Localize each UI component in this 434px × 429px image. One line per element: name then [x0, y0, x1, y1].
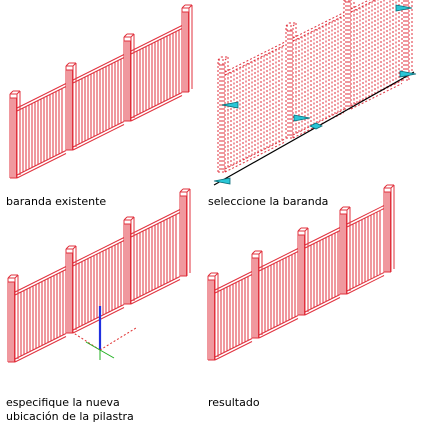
caption-result: resultado [208, 396, 260, 410]
caption-new-post-location: especifique la nueva ubicación de la pil… [6, 396, 134, 424]
caption-result-line-1: resultado [208, 396, 260, 409]
railing-selected [213, 0, 417, 186]
grip-end [399, 70, 417, 78]
grip-middle-upper [293, 114, 311, 122]
railing-existing [9, 4, 193, 179]
caption-select-line-1: seleccione la baranda [208, 195, 329, 208]
caption-existing-line-1: baranda existente [6, 195, 107, 208]
railing-new-post-location [7, 188, 191, 363]
ucs-y-axis [99, 349, 115, 359]
grip-start [213, 177, 231, 185]
grip-top-end [395, 4, 413, 12]
railing-result [207, 184, 395, 361]
ucs-x-axis [99, 327, 137, 351]
caption-select-railing: seleccione la baranda [208, 195, 328, 209]
caption-existing-railing: baranda existente [6, 195, 106, 209]
caption-new-post-line-1: especifique la nueva [6, 396, 120, 409]
grip-left-top [221, 101, 239, 109]
grip-middle [309, 122, 323, 130]
railing-path-line [213, 71, 415, 186]
ucs-y-axis-back [85, 341, 101, 351]
caption-new-post-line-2: ubicación de la pilastra [6, 410, 134, 423]
